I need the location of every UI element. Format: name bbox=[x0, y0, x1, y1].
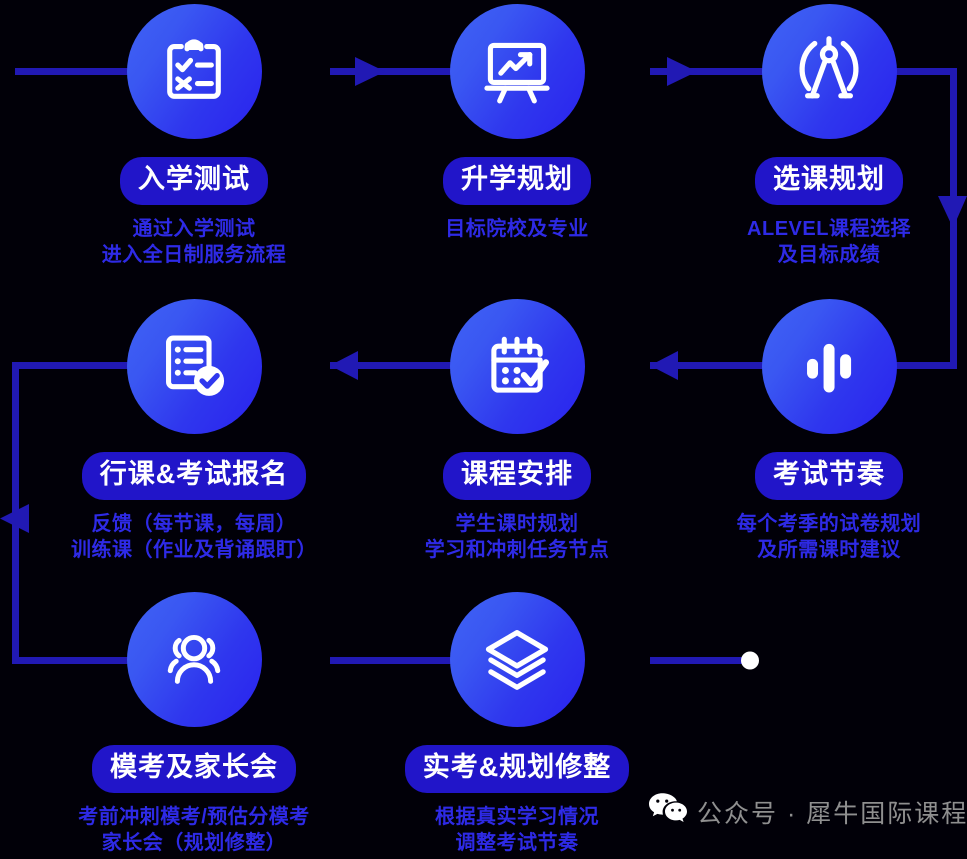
step-1-title[interactable]: 入学测试 bbox=[120, 157, 268, 205]
step-4-title[interactable]: 考试节奏 bbox=[755, 452, 903, 500]
flow-step-6[interactable]: 行课&考试报名 反馈（每节课，每周） 训练课（作业及背诵跟盯） bbox=[34, 299, 354, 564]
wire-left-vertical bbox=[12, 362, 19, 664]
arrowhead-left bbox=[0, 504, 29, 533]
flow-step-8[interactable]: 实考&规划修整 根据真实学习情况 调整考试节奏 bbox=[357, 592, 677, 857]
step-6-title[interactable]: 行课&考试报名 bbox=[81, 452, 307, 500]
step-7-description: 考前冲刺模考/预估分模考 家长会（规划修整） bbox=[34, 804, 354, 857]
flow-step-3[interactable]: 选课规划 ALEVEL课程选择 及目标成绩 bbox=[669, 4, 967, 269]
step-6-description: 反馈（每节课，每周） 训练课（作业及背诵跟盯） bbox=[34, 511, 354, 564]
step-5-desc-line-2: 学习和冲刺任务节点 bbox=[424, 539, 610, 562]
flow-step-7[interactable]: 模考及家长会 考前冲刺模考/预估分模考 家长会（规划修整） bbox=[34, 592, 354, 857]
step-5-icon-circle bbox=[449, 299, 585, 434]
step-5-desc-line-1: 学生课时规划 bbox=[455, 513, 579, 535]
step-2-desc-line-1: 目标院校及专业 bbox=[445, 218, 589, 240]
end-dot bbox=[741, 651, 759, 670]
step-4-icon-circle bbox=[761, 299, 897, 434]
step-7-title[interactable]: 模考及家长会 bbox=[92, 745, 296, 793]
step-2-title[interactable]: 升学规划 bbox=[443, 157, 591, 205]
step-3-title[interactable]: 选课规划 bbox=[755, 157, 903, 205]
exam-rhythm-bars-icon bbox=[792, 330, 866, 404]
flow-step-5[interactable]: 课程安排 学生课时规划 学习和冲刺任务节点 bbox=[357, 299, 677, 564]
step-3-description: ALEVEL课程选择 及目标成绩 bbox=[669, 216, 967, 269]
step-3-desc-line-1: ALEVEL课程选择 bbox=[747, 218, 911, 240]
step-3-desc-line-2: 及目标成绩 bbox=[777, 244, 881, 267]
step-5-description: 学生课时规划 学习和冲刺任务节点 bbox=[357, 511, 677, 564]
clipboard-checklist-icon bbox=[157, 35, 231, 109]
step-6-desc-line-2: 训练课（作业及背诵跟盯） bbox=[71, 539, 317, 562]
layers-stack-icon bbox=[479, 622, 555, 698]
step-6-icon-circle bbox=[126, 299, 262, 434]
step-8-description: 根据真实学习情况 调整考试节奏 bbox=[357, 804, 677, 857]
presentation-chart-icon bbox=[480, 35, 554, 109]
flow-step-2[interactable]: 升学规划 目标院校及专业 bbox=[357, 4, 677, 242]
step-8-desc-line-2: 调整考试节奏 bbox=[455, 832, 579, 855]
step-1-description: 通过入学测试 进入全日制服务流程 bbox=[34, 216, 354, 269]
step-7-desc-line-2: 家长会（规划修整） bbox=[101, 832, 287, 855]
step-4-desc-line-2: 及所需课时建议 bbox=[757, 539, 901, 562]
step-8-title[interactable]: 实考&规划修整 bbox=[404, 745, 630, 793]
step-8-desc-line-1: 根据真实学习情况 bbox=[435, 806, 599, 828]
step-3-icon-circle bbox=[761, 4, 897, 139]
step-6-desc-line-1: 反馈（每节课，每周） bbox=[91, 513, 297, 535]
watermark-text: 公众号 · 犀牛国际课程 bbox=[697, 799, 967, 828]
step-2-icon-circle bbox=[449, 4, 585, 139]
step-2-description: 目标院校及专业 bbox=[357, 216, 677, 242]
step-1-desc-line-1: 通过入学测试 bbox=[132, 218, 256, 240]
flow-step-1[interactable]: 入学测试 通过入学测试 进入全日制服务流程 bbox=[34, 4, 354, 269]
people-group-icon bbox=[156, 622, 232, 698]
document-check-icon bbox=[157, 330, 231, 404]
watermark: 公众号 · 犀牛国际课程 bbox=[648, 792, 967, 831]
step-4-desc-line-1: 每个考季的试卷规划 bbox=[736, 513, 922, 535]
wechat-icon bbox=[648, 792, 688, 831]
flow-step-4[interactable]: 考试节奏 每个考季的试卷规划 及所需课时建议 bbox=[669, 299, 967, 564]
step-8-icon-circle bbox=[449, 592, 585, 727]
step-7-icon-circle bbox=[126, 592, 262, 727]
step-4-description: 每个考季的试卷规划 及所需课时建议 bbox=[669, 511, 967, 564]
step-1-icon-circle bbox=[126, 4, 262, 139]
step-5-title[interactable]: 课程安排 bbox=[443, 452, 591, 500]
step-1-desc-line-2: 进入全日制服务流程 bbox=[101, 244, 287, 267]
step-7-desc-line-1: 考前冲刺模考/预估分模考 bbox=[78, 806, 310, 828]
compass-divider-icon bbox=[791, 34, 867, 110]
calendar-check-icon bbox=[480, 330, 554, 404]
